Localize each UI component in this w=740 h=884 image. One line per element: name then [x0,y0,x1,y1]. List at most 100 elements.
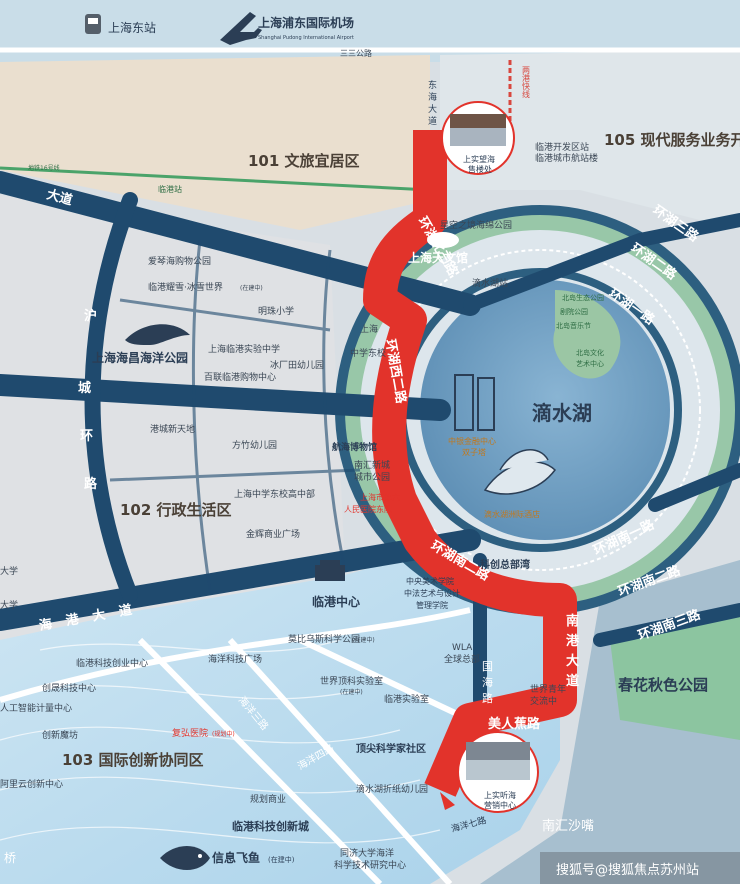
metro16-label: 地铁16号线 [28,164,60,172]
sh-middle-label: 上海临港实验中学 [208,343,280,355]
bottom-sales-sub: 营销中心 [484,800,516,810]
watermark-bg [540,852,740,884]
hotel-leaf-icon [483,449,556,495]
svg-text:环: 环 [80,429,93,444]
mosi-label: 莫比乌斯科学公园 [288,633,360,645]
guihua-label: 规划商业 [250,793,286,805]
kechuang-label: 科创总部湾 [480,558,530,571]
daxue-label: 大学 [0,565,18,577]
lake-label: 滴水湖 [532,401,592,425]
zone-105-area [440,50,740,230]
svg-text:路: 路 [84,476,98,492]
nanhui-label: 南汇沙嘴 [542,818,594,834]
airport-label: 上海浦东国际机场 [258,15,354,30]
kaifaqu-station-label: 临港开发区站 [535,141,589,153]
hospital2: 人民医院东院 [344,504,392,514]
dingjian-lab: 世界顶科实验室 [320,675,383,687]
sh-mid-east-label: 上海中学东校高中部 [234,488,315,500]
hospital1: 上海市第六 [360,492,400,502]
yun-center: 阿里云创新中心 [0,778,63,790]
bottom-sales-title: 上实听海 [484,790,516,800]
sansan-label: 三三公路 [340,48,372,58]
chunhua-park-area [610,610,740,740]
svg-text:东: 东 [428,79,437,91]
north-island [553,290,621,379]
wla1: WLA [452,643,473,653]
center-label: 临港中心 [312,594,360,609]
finance2: 双子塔 [462,447,486,457]
bailian-label: 百联临港购物中心 [204,371,276,383]
juyun-label: 剧院公园 [560,307,588,316]
svg-text:海: 海 [428,91,437,103]
tongji2: 科学技术研究中心 [334,859,406,871]
fangzhu-label: 方竹幼儿园 [232,439,277,451]
fuhong-note: (规划中) [212,730,235,738]
svg-text:路: 路 [482,692,493,705]
bottom-sales-marker[interactable] [457,731,539,813]
haichang-label: 上海海昌海洋公园 [92,350,188,365]
aiqinhai-label: 爱琴海购物公园 [148,255,211,267]
metro-line [0,166,431,192]
svg-text:大: 大 [428,103,437,115]
watermark-label: 搜狐号@搜狐焦点苏州站 [556,862,699,878]
zhezhi-label: 滴水湖折纸幼儿园 [356,783,428,795]
zone-101-label: 101 文旅宜居区 [248,152,360,170]
chunhua-park-label: 春花秋色公园 [618,676,708,694]
art1: 北岛文化 [576,348,604,357]
dingjian-note: (在建中) [340,688,363,696]
lingang-lab: 临港实验室 [384,693,429,705]
station-label: 上海东站 [108,20,156,35]
whale-icon [125,324,190,345]
svg-text:港: 港 [566,633,580,649]
white-roads [0,607,472,884]
meishu3: 管理学院 [416,600,448,610]
zone-103-area [0,540,560,884]
dadao-label: 大道 [45,186,74,208]
hangbo-label: 航海博物馆 [332,441,377,453]
minor-roads [109,239,361,591]
shejisuo: 人工智能计量中心 [0,702,72,714]
ring-dashes [379,249,701,571]
top-sales-marker[interactable] [441,101,515,175]
xinxi-label: 信息飞鱼 [212,850,260,865]
ganggan-label: 港城新天地 [150,423,195,435]
svg-text:道: 道 [428,115,437,127]
zhongxue-label: 中学东校 [350,347,386,359]
mosi-note: (在建中) [352,636,375,644]
huchenghuan-label: 沪 城 环 路 [78,308,98,492]
svg-text:国: 国 [482,660,493,673]
shijie1: 世界青年 [530,683,566,695]
dishuihu-station-label: 滴水湖站 [472,277,508,289]
chuangsheng: 创晟科技中心 [42,682,96,694]
top-sales-sub: 售楼处 [468,164,492,174]
qiao-label: 桥 [4,851,16,865]
wla2: 全球总部 [444,653,480,665]
zone-102-area [0,195,345,640]
shijie2: 交流中 [530,695,557,707]
fuhong-label: 复弘医院 [172,727,208,739]
dingjian-community: 顶尖科学家社区 [356,742,426,755]
center-building-icon [315,560,345,581]
express-label: 两港快线 [522,66,531,98]
art2: 艺术中心 [576,359,604,368]
yaoxue-label: 临港耀雪·冰雪世界 [148,281,223,293]
kejichuangye: 临港科技创业中心 [76,657,148,669]
plane-icon [220,12,262,45]
zone-103-label: 103 国际创新协同区 [62,751,204,769]
meishu2: 中法艺术与设计 [404,588,460,598]
shang-label: 上海 [360,323,378,335]
star-park-label: 星空之境海绵公园 [440,219,512,231]
arrow-marker [440,792,455,810]
beidao-music: 北岛音乐节 [556,321,591,330]
train-icon [85,14,101,34]
xinxi-note: (在建中) [268,855,295,864]
chuangxin-city: 临港科技创新城 [232,819,309,833]
nanhui-park1: 南汇新城 [354,459,390,471]
twin-tower-icon [454,374,495,431]
svg-text:南: 南 [566,613,579,629]
meishu1: 中央美术学院 [406,576,454,586]
fish-icon [160,846,210,870]
bingchang-label: 冰厂田幼儿园 [270,359,324,371]
nav-stop-label: 临港城市航站楼 [535,152,598,164]
ao-label: 大学 [0,599,18,611]
